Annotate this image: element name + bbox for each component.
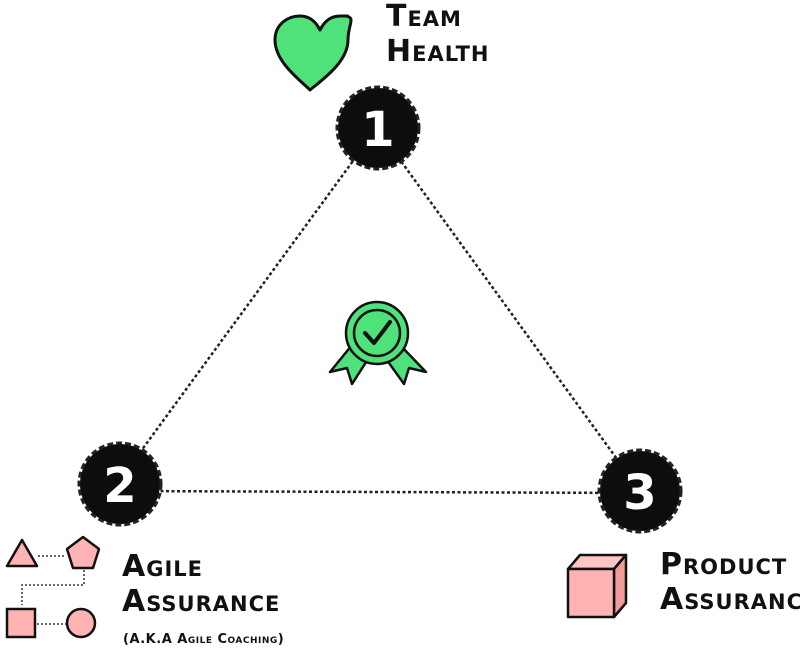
triangle-shape bbox=[5, 538, 39, 568]
node-3: 3 bbox=[597, 448, 683, 534]
node-2-title-line-1: Agile bbox=[122, 549, 203, 584]
node-2-number: 2 bbox=[103, 458, 136, 514]
node-2: 2 bbox=[77, 441, 163, 527]
node-3-title-line-1: Product bbox=[660, 547, 788, 582]
edge-1-2 bbox=[120, 134, 374, 478]
node-1-title: Team Health bbox=[386, 0, 490, 69]
pentagon-shape bbox=[65, 535, 101, 570]
heart-icon bbox=[273, 14, 353, 92]
node-2-title: Agile Assurance bbox=[122, 549, 281, 619]
node-1-number: 1 bbox=[361, 102, 394, 158]
node-1: 1 bbox=[335, 85, 421, 171]
node-1-title-line-2: Health bbox=[386, 33, 490, 69]
node-1-title-line-1: Team bbox=[386, 0, 462, 34]
edge-2-3 bbox=[121, 489, 639, 495]
box-icon bbox=[566, 553, 628, 619]
node-3-title-line-2: Assurance bbox=[660, 581, 800, 617]
circle-shape bbox=[65, 607, 97, 639]
node-2-note: (A.K.A Agile Coaching) bbox=[123, 632, 285, 647]
node-3-title: Product Assurance bbox=[660, 547, 800, 617]
edge-1-3 bbox=[380, 134, 640, 489]
node-2-title-line-2: Assurance bbox=[122, 583, 281, 619]
node-3-number: 3 bbox=[623, 465, 656, 521]
triangle-edges bbox=[120, 134, 640, 495]
square-shape bbox=[5, 607, 37, 639]
shapes-flow-icon bbox=[5, 535, 101, 639]
award-badge-check-icon bbox=[328, 300, 428, 386]
